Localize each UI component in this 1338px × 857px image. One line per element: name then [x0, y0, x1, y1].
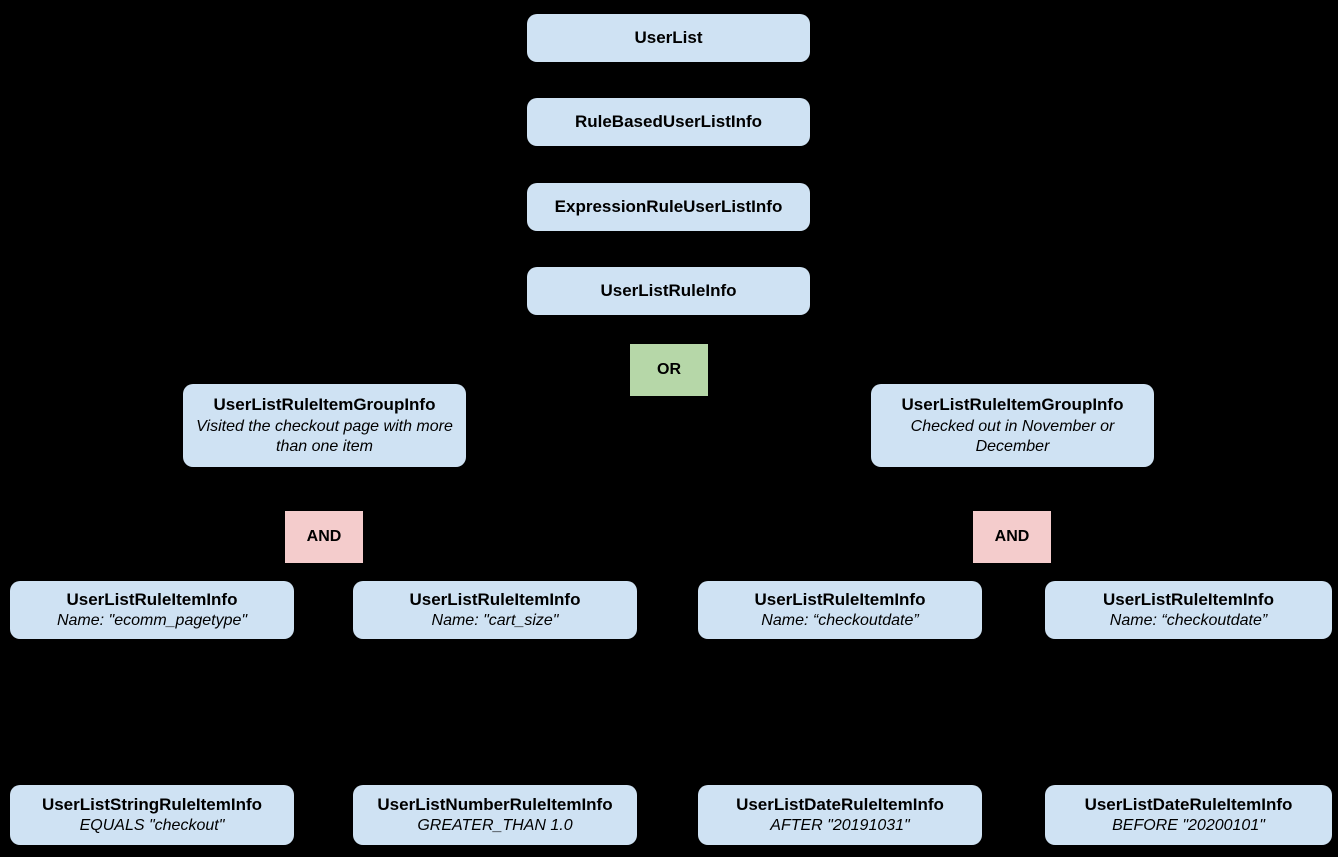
node-label: UserListRuleItemGroupInfo: [901, 395, 1124, 415]
node-label: UserListRuleItemInfo: [754, 589, 926, 609]
node-ruleitemgroup-right: UserListRuleItemGroupInfo Checked out in…: [871, 384, 1154, 467]
node-description: Visited the checkout page with more than…: [196, 417, 453, 455]
node-label: UserList: [634, 27, 703, 47]
or-operator-box: OR: [630, 344, 708, 396]
node-label: UserListDateRuleItemInfo: [1084, 794, 1293, 814]
node-ruleitem-checkoutdate-1: UserListRuleItemInfo Name: “checkoutdate…: [698, 581, 982, 639]
node-label: UserListRuleItemGroupInfo: [213, 395, 436, 415]
node-userlist: UserList: [527, 14, 810, 62]
node-description: Name: "cart_size": [431, 612, 559, 630]
node-dateruleitem-after: UserListDateRuleItemInfo AFTER "20191031…: [698, 785, 982, 845]
and-label: AND: [306, 528, 342, 545]
node-description: GREATER_THAN 1.0: [417, 817, 573, 835]
node-description: BEFORE "20200101": [1112, 817, 1265, 835]
node-description: Name: "ecomm_pagetype": [56, 612, 248, 630]
node-numberruleitem: UserListNumberRuleItemInfo GREATER_THAN …: [353, 785, 637, 845]
node-ruleitem-cart-size: UserListRuleItemInfo Name: "cart_size": [353, 581, 637, 639]
node-ruleitem-ecomm-pagetype: UserListRuleItemInfo Name: "ecomm_pagety…: [10, 581, 294, 639]
and-label: AND: [994, 528, 1030, 545]
node-description: Checked out in November or December: [910, 417, 1115, 455]
arrowhead-icon: [320, 373, 352, 387]
node-stringruleitem: UserListStringRuleItemInfo EQUALS "check…: [10, 785, 294, 845]
node-label: UserListRuleInfo: [600, 280, 737, 300]
node-label: UserListRuleItemInfo: [66, 589, 238, 609]
arrowhead-icon: [972, 373, 1004, 387]
node-description: Name: “checkoutdate”: [761, 612, 919, 630]
node-label: ExpressionRuleUserListInfo: [554, 196, 783, 216]
node-label: UserListRuleItemInfo: [1103, 589, 1274, 609]
node-ruleitemgroup-left: UserListRuleItemGroupInfo Visited the ch…: [183, 384, 466, 467]
node-label: UserListRuleItemInfo: [409, 589, 581, 609]
and-operator-box-left: AND: [285, 511, 363, 563]
node-description: Name: “checkoutdate”: [1109, 612, 1268, 630]
node-label: RuleBasedUserListInfo: [574, 111, 763, 131]
node-rulebaseduserlistinfo: RuleBasedUserListInfo: [527, 98, 810, 146]
node-label: UserListStringRuleItemInfo: [41, 794, 263, 814]
or-label: OR: [657, 361, 681, 378]
node-ruleitem-checkoutdate-2: UserListRuleItemInfo Name: “checkoutdate…: [1045, 581, 1332, 639]
node-label: UserListNumberRuleItemInfo: [377, 794, 613, 814]
node-description: AFTER "20191031": [770, 817, 910, 835]
node-userlistruleinfo: UserListRuleInfo: [527, 267, 810, 315]
and-operator-box-right: AND: [973, 511, 1051, 563]
node-description: EQUALS "checkout": [79, 817, 225, 835]
node-label: UserListDateRuleItemInfo: [736, 794, 944, 814]
node-expressionruleuserlistinfo: ExpressionRuleUserListInfo: [527, 183, 810, 231]
node-dateruleitem-before: UserListDateRuleItemInfo BEFORE "2020010…: [1045, 785, 1332, 845]
